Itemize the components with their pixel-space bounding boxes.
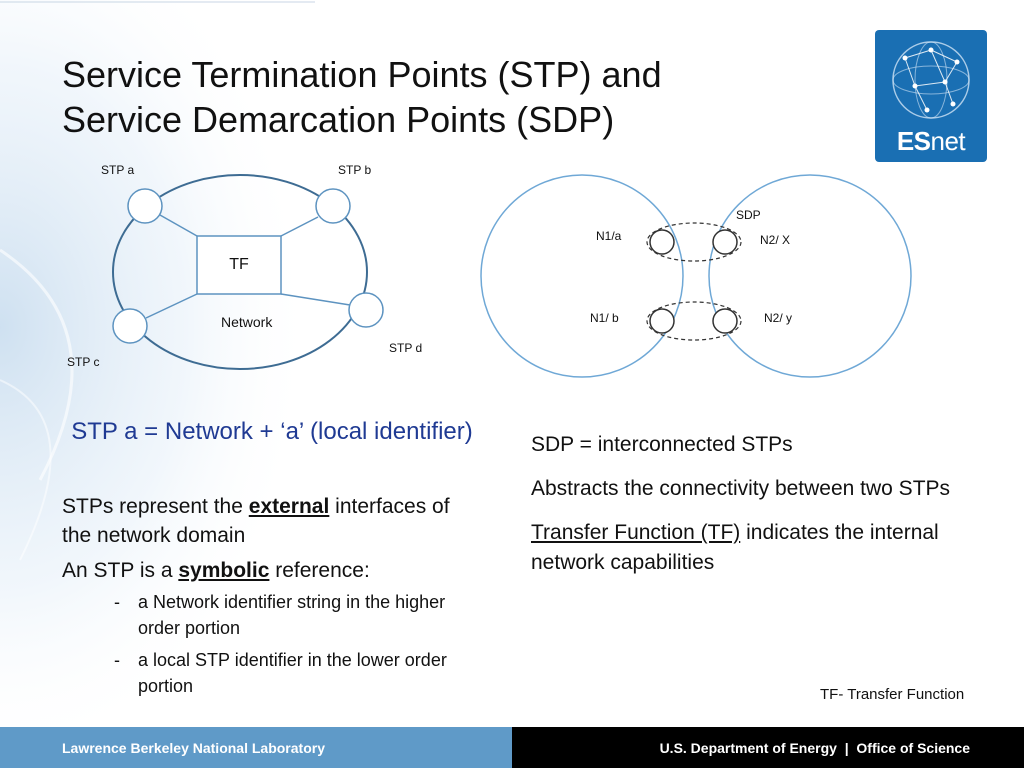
stp-external-paragraph: STPs represent the external interfaces o… (62, 492, 482, 550)
bullet-marker: - (114, 650, 120, 670)
footer-bar: Lawrence Berkeley National Laboratory U.… (0, 727, 1024, 768)
emphasis-symbolic: symbolic (178, 559, 270, 582)
list-item: -a local STP identifier in the lower ord… (114, 647, 482, 699)
logo-text-es: ES (896, 126, 931, 156)
tf-link: Transfer Function (TF) (531, 521, 741, 544)
text-span: STPs represent the (62, 495, 249, 518)
bullet-marker: - (114, 592, 120, 612)
n1a-node (649, 229, 675, 255)
stp-parts-list: -a Network identifier string in the high… (62, 589, 482, 699)
list-item-text: a local STP identifier in the lower orde… (138, 650, 447, 696)
label-stp-d: STP d (389, 341, 423, 355)
link-stp-b (280, 216, 319, 237)
sdp-description: SDP = interconnected STPs Abstracts the … (531, 430, 961, 592)
emphasis-external: external (248, 495, 330, 518)
link-stp-c (145, 293, 198, 319)
tf-footnote: TF- Transfer Function (820, 686, 965, 703)
stp-b-node (315, 188, 351, 224)
text-span: reference: (269, 559, 370, 582)
n1b-node (649, 308, 675, 334)
stp-description: STPs represent the external interfaces o… (62, 492, 482, 705)
label-stp-c: STP c (67, 355, 100, 369)
sdp-bottom-outline (646, 301, 742, 341)
label-n1b: N1/ b (590, 311, 619, 325)
link-stp-d (280, 293, 351, 306)
tf-box (196, 235, 282, 295)
network-diagram (112, 174, 384, 370)
footer-department: U.S. Department of Energy | Office of Sc… (512, 727, 1024, 768)
label-tf: TF (229, 256, 249, 273)
text-span: indicates the internal network capabilit… (531, 521, 939, 574)
label-sdp: SDP (736, 208, 761, 222)
label-stp-b: STP b (338, 163, 372, 177)
text-span: An STP is a (62, 559, 179, 582)
n2y-node (712, 308, 738, 334)
label-n2y: N2/ y (764, 311, 793, 325)
sdp-abstraction: Abstracts the connectivity between two S… (531, 477, 951, 500)
title-line-2: Service Demarcation Points (SDP) (62, 99, 615, 140)
sdp-top-outline (646, 222, 742, 262)
footer-lab-name: Lawrence Berkeley National Laboratory (0, 727, 512, 768)
slide-title: Service Termination Points (STP) and Ser… (62, 52, 822, 142)
globe-network-icon (892, 41, 970, 119)
n2x-node (712, 229, 738, 255)
text-span: interfaces of the network domain (62, 495, 450, 547)
logo-text-net: net (930, 126, 966, 156)
label-n1a: N1/a (596, 229, 622, 243)
sdp-diagram (480, 174, 912, 378)
label-stp-a: STP a (101, 163, 135, 177)
list-item-text: a Network identifier string in the highe… (138, 592, 446, 638)
stp-symbolic-paragraph: An STP is a symbolic reference: (62, 556, 482, 585)
network-ellipse (112, 174, 368, 370)
stp-sdp-diagrams (112, 174, 912, 378)
network-2-circle (708, 174, 912, 378)
label-n2x: N2/ X (760, 233, 791, 247)
esnet-logo: ESnet (875, 30, 987, 162)
stp-a-node (127, 188, 163, 224)
link-stp-a (159, 214, 198, 237)
title-line-1: Service Termination Points (STP) and (62, 54, 662, 95)
stp-d-node (348, 292, 384, 328)
label-network: Network (221, 314, 273, 330)
stp-definition-heading: STP a = Network + ‘a’ (local identifier) (71, 418, 473, 445)
list-item: -a Network identifier string in the high… (114, 589, 482, 641)
tf-description: Transfer Function (TF) indicates the int… (531, 518, 961, 578)
sdp-definition: SDP = interconnected STPs (531, 433, 793, 456)
stp-c-node (112, 308, 148, 344)
network-1-circle (480, 174, 684, 378)
logo-wordmark: ESnet (875, 126, 987, 157)
